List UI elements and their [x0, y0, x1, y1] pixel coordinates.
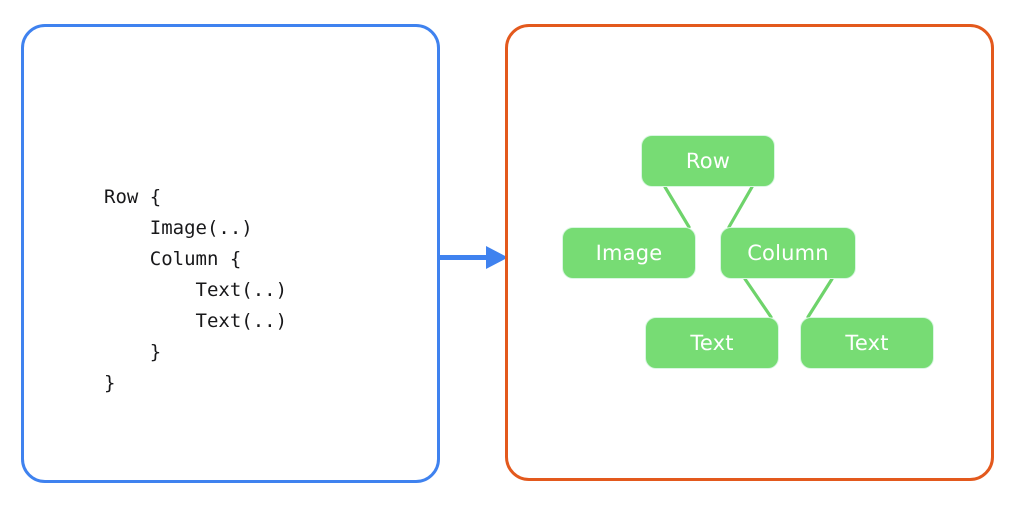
tree-node-column[interactable]: Column	[720, 227, 856, 279]
code-panel: Row { Image(..) Column { Text(..) Text(.…	[21, 24, 440, 483]
tree-edge-group	[663, 185, 834, 319]
code-snippet: Row { Image(..) Column { Text(..) Text(.…	[104, 186, 288, 394]
edge-row-column	[727, 185, 754, 229]
edge-row-image	[663, 185, 691, 229]
edge-column-text-2	[806, 277, 834, 319]
tree-node-row[interactable]: Row	[641, 135, 775, 187]
tree-node-image[interactable]: Image	[562, 227, 696, 279]
tree-node-text-2[interactable]: Text	[800, 317, 934, 369]
edge-column-text-1	[743, 277, 773, 319]
tree-node-text-1[interactable]: Text	[645, 317, 779, 369]
tree-diagram: Row Image Column Text Text	[505, 24, 994, 481]
transform-arrow-icon	[440, 246, 508, 269]
arrow-head	[486, 246, 508, 269]
